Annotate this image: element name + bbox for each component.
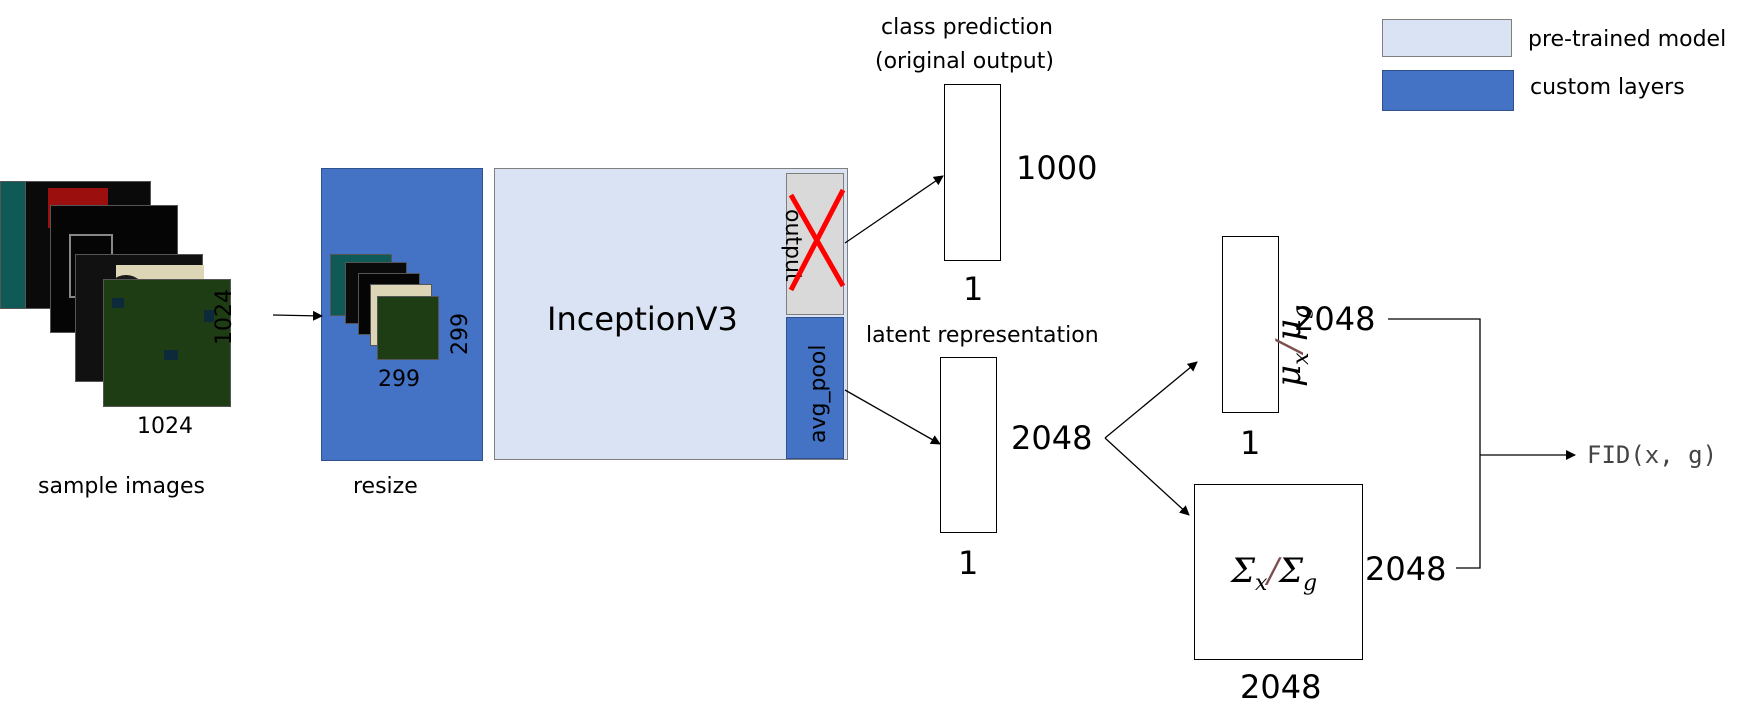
mean-slash: / bbox=[1269, 341, 1309, 353]
mean-width: 1 bbox=[1240, 424, 1261, 462]
mean-sub-x: x bbox=[1288, 352, 1314, 365]
fid-result: FID(x, g) bbox=[1587, 441, 1718, 469]
latent-width: 1 bbox=[958, 544, 979, 582]
cov-sub-g: g bbox=[1302, 570, 1318, 596]
class-prediction-size: 1000 bbox=[1016, 149, 1098, 187]
legend-pretrained-label: pre-trained model bbox=[1528, 27, 1727, 52]
covariance-width: 2048 bbox=[1240, 668, 1322, 706]
avg-pool-layer: avg_pool bbox=[786, 317, 844, 459]
cov-sigma-x: Σ bbox=[1231, 551, 1256, 591]
mean-size: 2048 bbox=[1294, 300, 1376, 338]
cross-out-line-2 bbox=[788, 193, 846, 288]
arrow-output-to-class bbox=[844, 175, 944, 244]
legend-custom-swatch bbox=[1382, 70, 1514, 111]
latent-caption: latent representation bbox=[866, 323, 1099, 348]
latent-vector bbox=[940, 357, 997, 533]
class-prediction-caption-2: (original output) bbox=[875, 49, 1054, 74]
mean-mu-x: μ bbox=[1269, 364, 1309, 387]
arrow-images-to-resize bbox=[272, 310, 323, 321]
resized-image-5 bbox=[377, 296, 439, 360]
legend-pretrained-swatch bbox=[1382, 19, 1512, 57]
model-name: InceptionV3 bbox=[547, 300, 738, 338]
cov-sigma-g: Σ bbox=[1278, 551, 1303, 591]
arrow-latent-to-cov bbox=[1104, 437, 1190, 516]
input-width-label: 1024 bbox=[137, 414, 193, 439]
class-prediction-vector bbox=[944, 84, 1001, 261]
covariance-size: 2048 bbox=[1365, 550, 1447, 588]
covariance-matrix: Σx/Σg bbox=[1194, 484, 1363, 660]
arrow-latent-to-mean bbox=[1104, 361, 1198, 439]
mean-vector: μx/μg bbox=[1222, 236, 1314, 413]
merge-line-mean bbox=[1388, 318, 1481, 569]
class-prediction-caption-1: class prediction bbox=[881, 15, 1053, 40]
resize-width-label: 299 bbox=[378, 367, 420, 392]
sample-images-caption: sample images bbox=[38, 474, 205, 499]
latent-size: 2048 bbox=[1011, 419, 1093, 457]
class-prediction-width: 1 bbox=[963, 270, 984, 308]
resize-caption: resize bbox=[353, 474, 418, 499]
cov-slash: / bbox=[1267, 551, 1279, 591]
arrow-pool-to-latent bbox=[844, 389, 941, 445]
covariance-symbol: Σx/Σg bbox=[1231, 551, 1317, 596]
sample-image-5 bbox=[103, 279, 231, 407]
legend-custom-label: custom layers bbox=[1530, 75, 1685, 100]
cov-sub-x: x bbox=[1255, 570, 1268, 596]
